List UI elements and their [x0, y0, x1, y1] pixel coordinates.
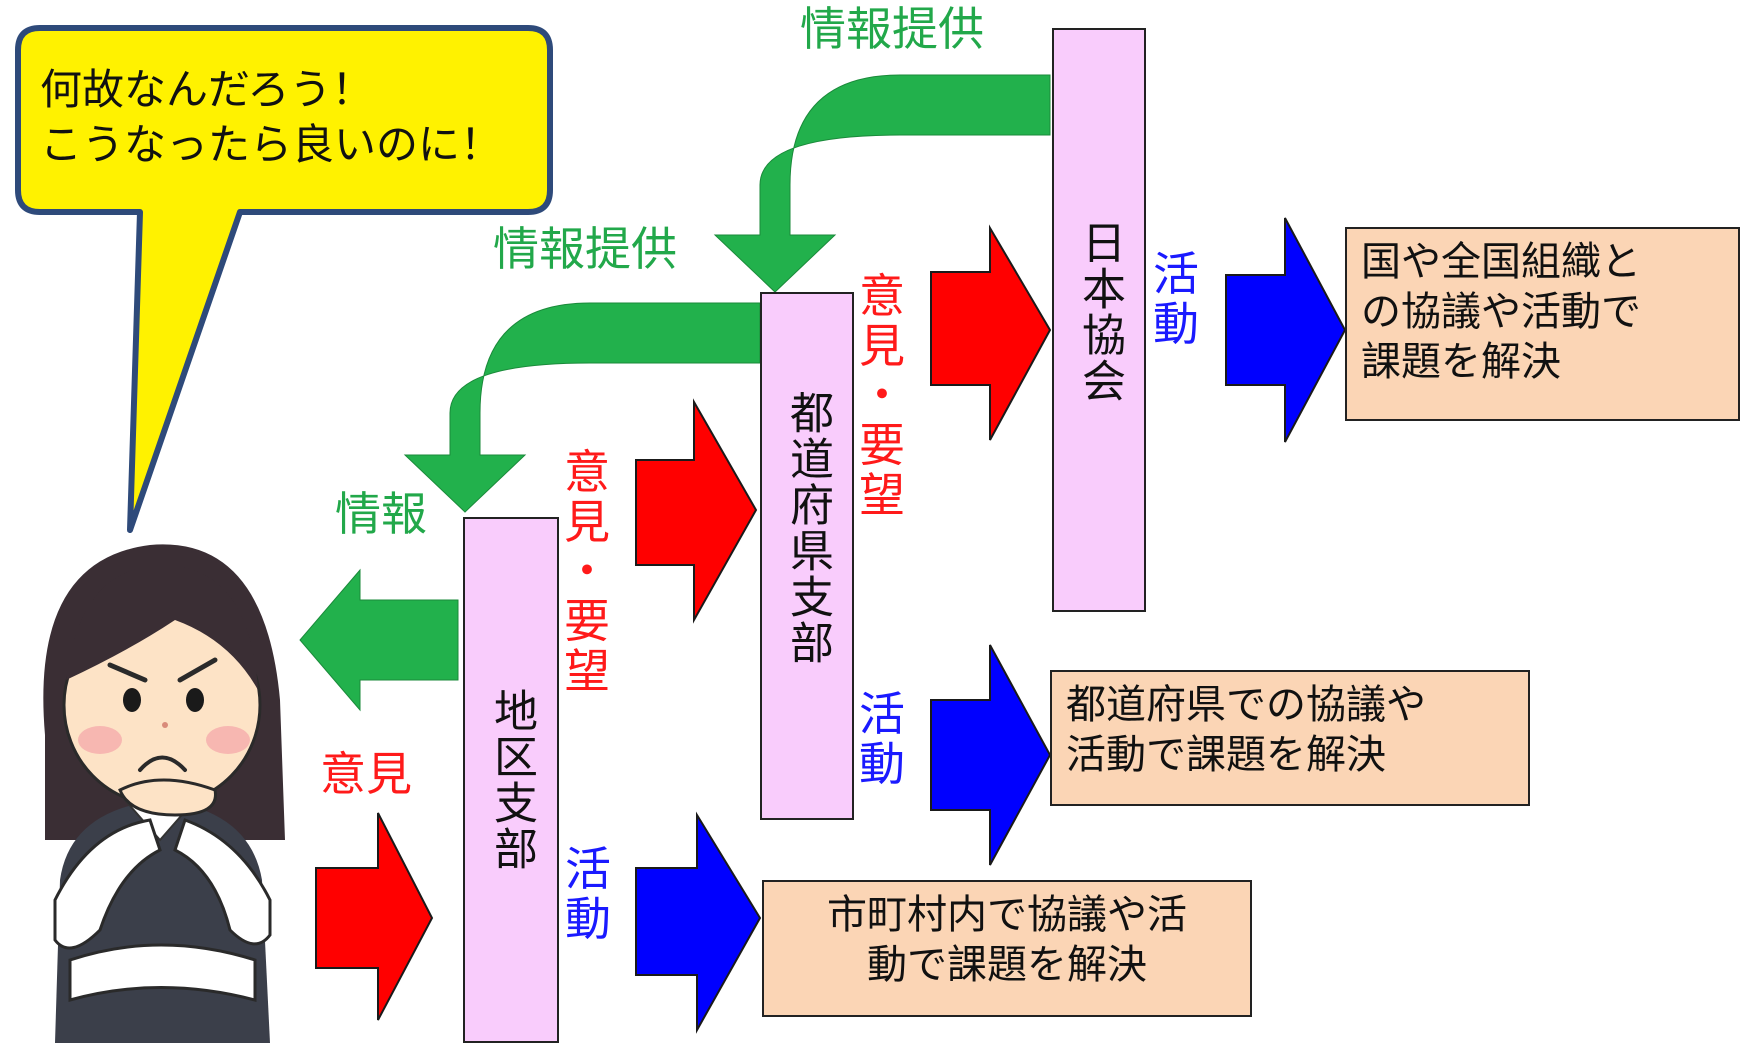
request-char: 要: [564, 594, 610, 649]
request-char: 見: [859, 318, 905, 373]
request-char: 見: [564, 494, 610, 549]
request-arrow-district-to-prefecture: [635, 398, 758, 624]
speech-bubble-line-1: 何故なんだろう！: [40, 65, 374, 114]
info-label-top: 情報提供: [800, 2, 984, 56]
district-branch-box: 地区支部: [463, 517, 559, 1043]
activity-char: 活: [859, 687, 905, 741]
person-illustration: [43, 544, 286, 1043]
request-char: 意: [859, 269, 905, 323]
request-char: ・: [564, 544, 610, 599]
activity-label-prefecture: 活 動: [856, 687, 908, 791]
activity-char: 活: [565, 842, 611, 896]
speech-bubble-text: 何故なんだろう！ こうなったら良いのに！: [40, 62, 502, 173]
district-branch-label: 地区支部: [486, 688, 537, 872]
activity-arrow-district: [635, 811, 762, 1034]
result-national-box: 国や全国組織と の協議や活動で 課題を解決: [1345, 227, 1740, 421]
activity-char: 動: [565, 891, 611, 946]
result-national-line-1: 国や全国組織と: [1361, 239, 1641, 285]
info-label-person: 情報: [335, 487, 427, 541]
result-prefectural-box: 都道府県での協議や 活動で課題を解決: [1050, 670, 1530, 806]
info-arrow-district-to-person: [299, 568, 459, 712]
request-label-district: 意 見 ・ 要 望: [561, 445, 613, 698]
opinion-label-person: 意見: [320, 747, 412, 801]
activity-char: 動: [1153, 296, 1199, 351]
info-label-middle: 情報提供: [493, 222, 677, 276]
speech-bubble-line-2: こうなったら良いのに！: [40, 120, 503, 170]
result-municipal-box: 市町村内で協議や活 動で課題を解決: [762, 880, 1252, 1017]
prefecture-branch-box: 都道府県支部: [760, 292, 854, 820]
request-char: 意: [564, 445, 610, 499]
info-arrow-prefecture-to-district: [403, 302, 761, 513]
request-char: 要: [859, 418, 905, 473]
speech-bubble: [15, 25, 553, 533]
request-arrow-prefecture-to-national: [930, 224, 1052, 441]
result-prefectural-line-1: 都道府県での協議や: [1066, 682, 1426, 728]
result-municipal-line-1: 市町村内で協議や活: [827, 892, 1187, 938]
prefecture-branch-label: 都道府県支部: [782, 390, 833, 666]
result-national-line-2: の協議や活動で: [1361, 289, 1641, 335]
activity-label-district: 活 動: [562, 842, 614, 946]
activity-char: 動: [859, 736, 905, 791]
activity-char: 活: [1153, 247, 1199, 301]
request-char: ・: [859, 368, 905, 423]
activity-arrow-prefecture: [930, 644, 1052, 866]
opinion-arrow-person-to-district: [315, 812, 434, 1021]
activity-arrow-national: [1225, 217, 1347, 443]
national-association-box: 日本協会: [1052, 28, 1146, 612]
national-association-label: 日本協会: [1074, 220, 1125, 404]
activity-label-national: 活 動: [1150, 247, 1202, 351]
request-char: 望: [859, 467, 905, 522]
request-label-prefecture: 意 見 ・ 要 望: [856, 269, 908, 522]
result-prefectural-line-2: 活動で課題を解決: [1066, 732, 1386, 778]
result-municipal-line-2: 動で課題を解決: [867, 942, 1147, 988]
result-national-line-3: 課題を解決: [1361, 339, 1561, 385]
request-char: 望: [564, 643, 610, 698]
